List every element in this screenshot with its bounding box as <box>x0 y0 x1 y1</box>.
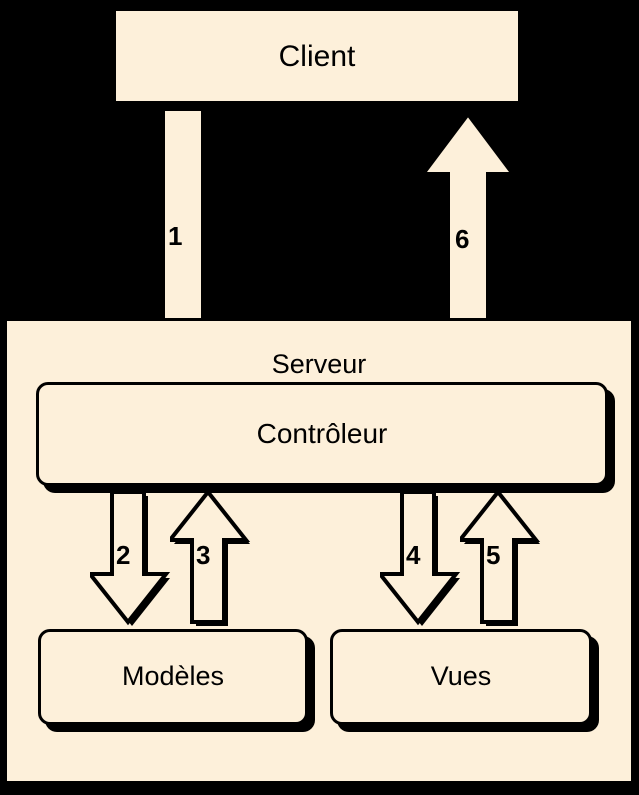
arrow-5-up: 5 <box>460 492 560 634</box>
node-modeles-label: Modèles <box>121 661 225 692</box>
arrow-5-label: 5 <box>486 540 501 570</box>
arrow-3-label: 3 <box>196 540 211 570</box>
arrow-6-label: 6 <box>455 224 470 254</box>
node-vues[interactable]: Vues <box>330 629 592 725</box>
arrow-4-down: 4 <box>380 492 480 634</box>
node-controleur[interactable]: Contrôleur <box>36 382 608 486</box>
arrow-3-up: 3 <box>170 492 270 634</box>
arrow-4-label: 4 <box>406 540 421 570</box>
arrow-2-label: 2 <box>116 540 131 570</box>
node-modeles[interactable]: Modèles <box>38 629 308 725</box>
node-client-label: Client <box>278 39 356 73</box>
arrow-2-down: 2 <box>90 492 190 634</box>
node-vues-label: Vues <box>430 661 492 692</box>
node-controleur-label: Contrôleur <box>256 417 388 449</box>
node-client[interactable]: Client <box>113 8 521 104</box>
node-serveur-label: Serveur <box>271 349 367 379</box>
arrow-1-label: 1 <box>168 221 183 251</box>
